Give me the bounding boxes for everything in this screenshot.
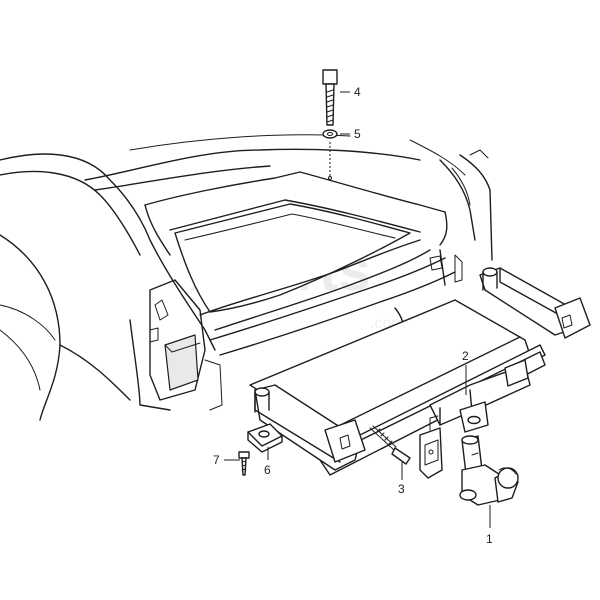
washer-5: [322, 129, 338, 139]
callout-leaders: [224, 91, 491, 528]
callout-3: 3: [398, 482, 405, 496]
bracket-6: [247, 423, 283, 453]
callouts: 1 2 3 4 5 6 7: [213, 85, 493, 546]
callout-5: 5: [354, 127, 361, 141]
bolt-4: [322, 69, 338, 126]
screw-3: [369, 425, 411, 465]
callout-4: 4: [354, 85, 361, 99]
callout-2: 2: [462, 349, 469, 363]
screw-7: [238, 451, 250, 476]
callout-7: 7: [213, 453, 220, 467]
callout-6: 6: [264, 463, 271, 477]
callout-1: 1: [486, 532, 493, 546]
tow-bar: [249, 267, 591, 479]
tow-ball: [459, 435, 519, 506]
